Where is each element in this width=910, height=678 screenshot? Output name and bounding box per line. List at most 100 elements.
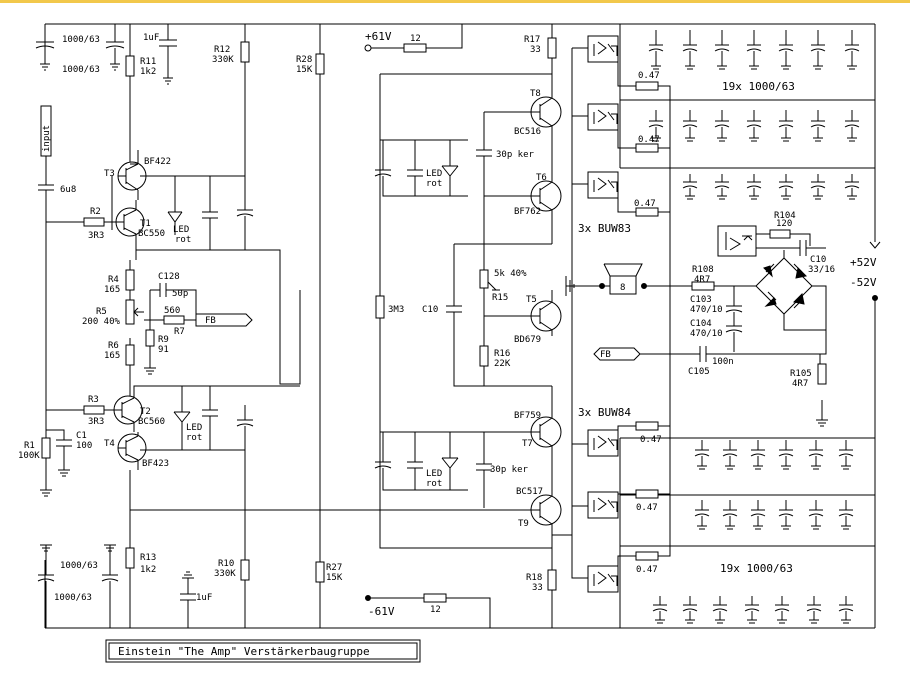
led2-label-a: LED — [186, 423, 202, 433]
fb-connector-left — [195, 313, 253, 327]
c103-value: 470/10 — [690, 305, 723, 315]
resistor-r28 — [315, 53, 325, 75]
c105-value: 100n — [712, 357, 734, 367]
resistor-r104 — [769, 229, 791, 239]
cap-bank-top-row1-3 — [746, 30, 762, 70]
led1-label-a: LED — [173, 225, 189, 235]
r9-value: 91 — [158, 345, 169, 355]
r15-value: 5k 40% — [494, 269, 527, 279]
t6-label: T6 — [536, 173, 547, 183]
speaker-box — [609, 275, 637, 295]
cap-bank-bot-row3-1 — [682, 596, 698, 624]
r10-label: R10 — [218, 559, 234, 569]
c-1000-bl-label-b: 1000/63 — [54, 593, 92, 603]
resistor-r1 — [41, 437, 51, 459]
r13-value: 1k2 — [140, 565, 156, 575]
r7-value: 560 — [164, 306, 180, 316]
r12top-value: 12 — [410, 34, 421, 44]
c128-value: 50p — [172, 289, 188, 299]
cap-bank-bot-row2-4 — [808, 500, 824, 530]
cap-bank-bot-row1-1 — [722, 440, 738, 470]
cap-bank-top-row2-6 — [844, 110, 860, 142]
r28-label: R28 — [296, 55, 312, 65]
plus52v-label: +52V — [850, 256, 877, 269]
t5-label: T5 — [526, 295, 537, 305]
resistor-r2 — [83, 217, 105, 227]
resistor-12-top — [403, 43, 427, 53]
input-label: input — [42, 125, 52, 152]
bf759-label: BF759 — [514, 411, 541, 421]
cap-bank-bot-row1-3 — [778, 440, 794, 470]
cap-bank-bot-row2-2 — [750, 500, 766, 530]
r047-6-label: 0.47 — [636, 565, 658, 575]
cap-bank-top-row3-4 — [778, 174, 794, 200]
cap-bank-bot-row1-5 — [838, 440, 854, 470]
led1-label-b: rot — [175, 235, 191, 245]
cap-bank-top-row2-5 — [810, 110, 826, 142]
resistor-r108 — [691, 281, 715, 291]
c103-label: C103 — [690, 295, 712, 305]
t3-label: T3 — [104, 169, 115, 179]
resistor-047-6 — [635, 551, 659, 561]
bf422-label: BF422 — [144, 157, 171, 167]
c105-label: C105 — [688, 367, 710, 377]
output-transistor-buw83-2 — [587, 103, 619, 131]
cap-top-left-1 — [35, 24, 55, 71]
resistor-r9 — [145, 329, 155, 347]
r3-label: R3 — [88, 395, 99, 405]
cap-1uf-top — [159, 24, 177, 85]
r105-value: 4R7 — [792, 379, 808, 389]
r1-value: 100K — [18, 451, 40, 461]
bd679-label: BD679 — [514, 335, 541, 345]
r10-value: 330K — [214, 569, 236, 579]
minus61v-label: -61V — [368, 605, 395, 618]
r6-label: R6 — [108, 341, 119, 351]
r3m3-label: 3M3 — [388, 305, 404, 315]
resistor-r16 — [479, 345, 489, 367]
output-transistor-buw84-1 — [587, 429, 619, 457]
minus61v-terminal — [365, 595, 371, 601]
cap-bank-bot-row3-3 — [744, 596, 760, 624]
r11-label: R11 — [140, 57, 156, 67]
r105-label: R105 — [790, 369, 812, 379]
cap-bank-top-row3-5 — [810, 174, 826, 200]
cap-bank-top-row2-1 — [682, 110, 698, 142]
r13-label: R13 — [140, 553, 156, 563]
fb-left-label: FB — [205, 316, 216, 326]
c-1uf-top-label: 1uF — [143, 33, 159, 43]
r6-value: 165 — [104, 351, 120, 361]
resistor-r27 — [315, 561, 325, 583]
resistor-r13 — [125, 547, 135, 569]
t9-label: T9 — [518, 519, 529, 529]
resistor-r105 — [817, 363, 827, 385]
output-transistor-buw84-3 — [587, 565, 619, 593]
r27-value: 15K — [326, 573, 343, 583]
bc550-label: BC550 — [138, 229, 165, 239]
cap-bank-top-row1-4 — [778, 30, 794, 70]
fb-right-label: FB — [600, 350, 611, 360]
cap-bank-top-row2-0 — [648, 110, 664, 142]
cap-bank-bot-row3-0 — [652, 596, 668, 624]
speaker-impedance: 8 — [620, 283, 625, 293]
cap-bank-bot-row1-4 — [808, 440, 824, 470]
c-30p-bot-label: 30p ker — [490, 465, 529, 475]
c10-driver-label: C10 — [422, 305, 438, 315]
resistor-r3 — [83, 405, 105, 415]
r18-label: R18 — [526, 573, 542, 583]
cap-bottom-left-1 — [37, 544, 55, 628]
r2-label: R2 — [90, 207, 101, 217]
resistor-3m3 — [375, 295, 385, 319]
cap-bank-bot-row2-3 — [778, 500, 794, 530]
resistor-r4 — [125, 269, 135, 291]
bf423-label: BF423 — [142, 459, 169, 469]
r2-value: 3R3 — [88, 231, 104, 241]
c104-value: 470/10 — [690, 329, 723, 339]
c10-prot-label: C10 — [810, 255, 826, 265]
c1-label: C1 — [76, 431, 87, 441]
resistor-r7 — [163, 315, 185, 325]
plus61v-terminal — [364, 44, 372, 52]
cap-top-left-2 — [105, 24, 125, 71]
r17-value: 33 — [530, 45, 541, 55]
t2-label: T2 — [140, 407, 151, 417]
